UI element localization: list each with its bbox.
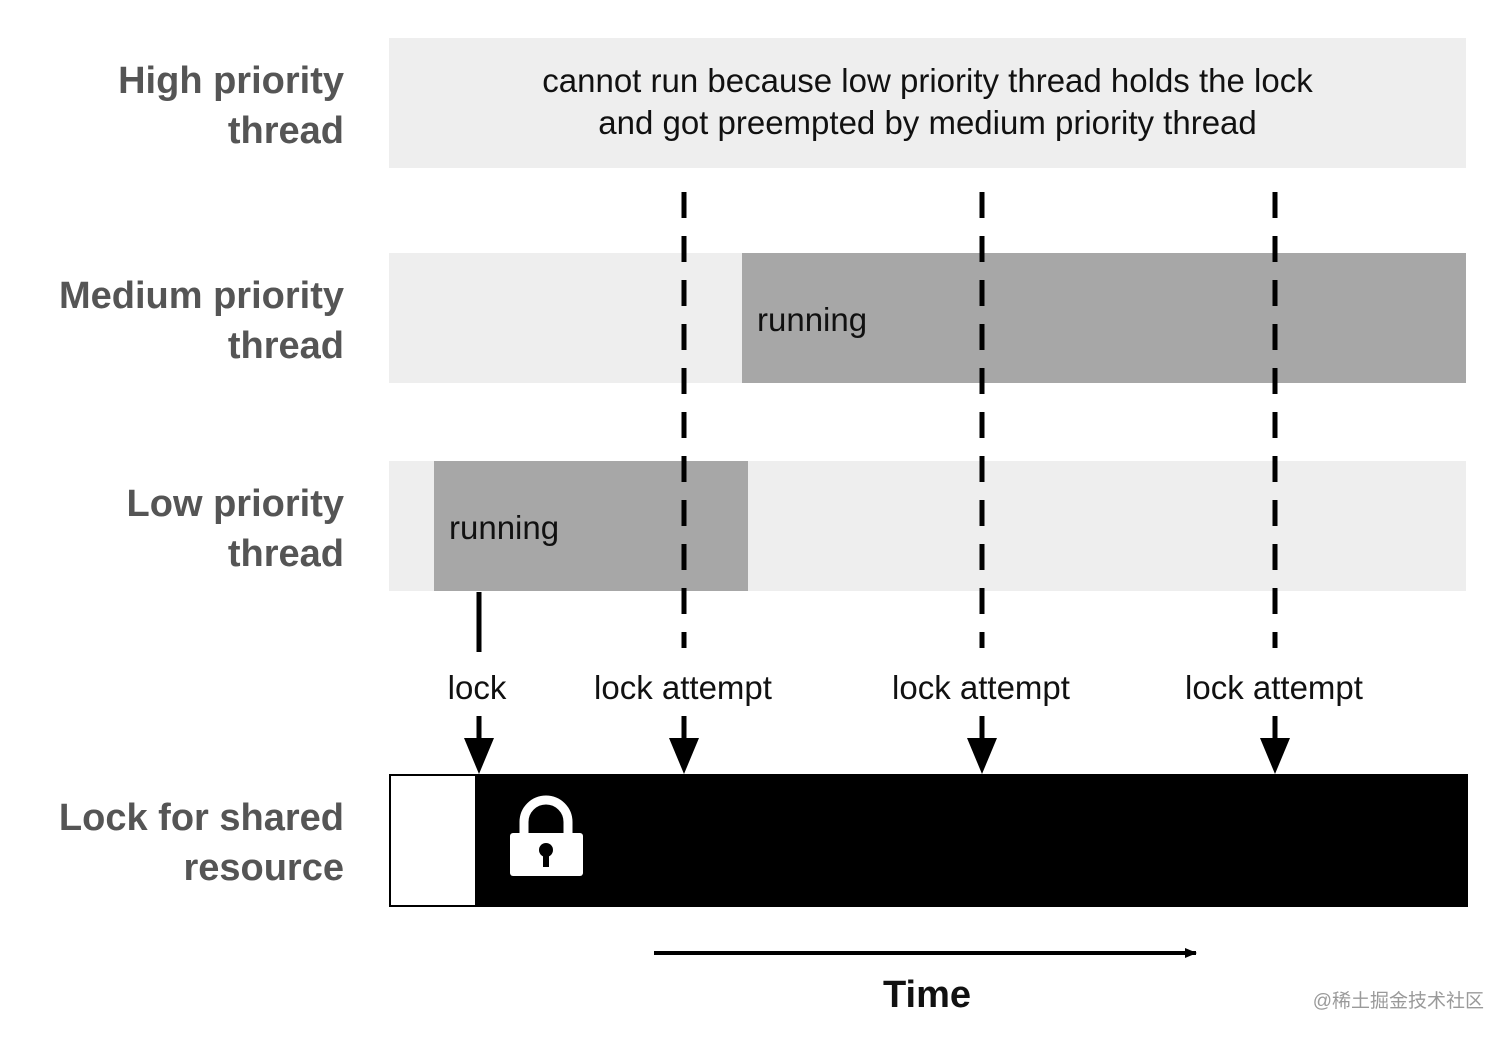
low-priority-lane (389, 461, 1466, 591)
low-running-label: running (449, 509, 560, 546)
high-priority-label: High priority thread (118, 60, 344, 152)
low-priority-label: Low priority thread (126, 483, 344, 575)
event-label-lock: lock (447, 669, 507, 706)
high-priority-lane (389, 38, 1466, 168)
medium-running-label: running (757, 301, 868, 338)
lock-free-segment (391, 776, 477, 905)
event-label-attempt-2: lock attempt (892, 669, 1070, 706)
lock-attempt-arrow-1 (669, 716, 699, 774)
lock-arrow (464, 716, 494, 774)
low-running-block (434, 461, 748, 591)
lock-attempt-arrow-3 (1260, 716, 1290, 774)
medium-priority-lane (389, 253, 1466, 383)
watermark: @稀土掘金技术社区 (1312, 991, 1484, 1012)
medium-priority-label: Medium priority thread (58, 275, 344, 367)
padlock-icon (510, 795, 583, 876)
high-priority-message: cannot run because low priority thread h… (542, 62, 1313, 141)
lock-resource-label: Lock for shared resource (58, 797, 344, 889)
event-label-attempt-3: lock attempt (1185, 669, 1363, 706)
time-axis-label: Time (882, 974, 972, 1016)
lock-attempt-arrow-2 (967, 716, 997, 774)
medium-running-block (742, 253, 1466, 383)
event-label-attempt-1: lock attempt (594, 669, 772, 706)
